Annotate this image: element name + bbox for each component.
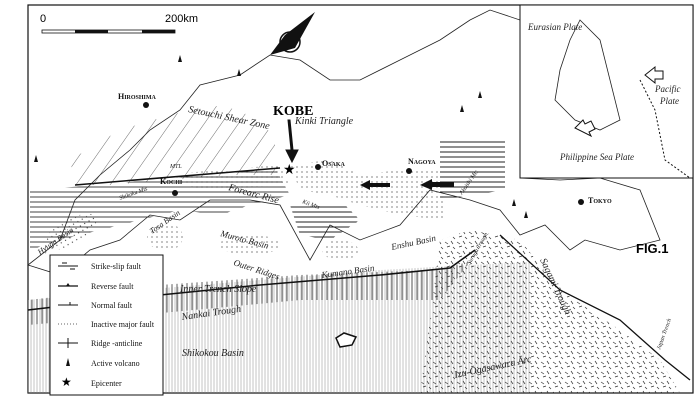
legend-normal-fault-icon <box>58 302 78 306</box>
kobe-label: KOBE <box>273 104 313 119</box>
kobe-arrow-icon <box>285 119 299 164</box>
city-kochi: Kochi <box>160 177 183 186</box>
kumano-basin-area <box>322 240 358 260</box>
philippine-plate-arrow-icon <box>335 332 358 348</box>
volcano-icon <box>512 199 516 206</box>
kii-mts-area <box>290 205 360 240</box>
inset-pacific-label: Pacific <box>654 84 681 94</box>
inset-map <box>519 4 694 179</box>
legend-label: Reverse fault <box>91 282 134 291</box>
philippine-motion-arrow-icon <box>574 119 596 138</box>
tokyo-dot <box>578 199 584 205</box>
label-shikokou: Shikokou Basin <box>182 348 244 359</box>
median-tectonic-line <box>74 167 281 186</box>
figure-label: FIG.1 <box>636 241 669 256</box>
legend: ★ Strike-slip fault Reverse fault Normal… <box>49 254 164 396</box>
kinki-motion-arrow-icon <box>360 180 390 190</box>
legend-strike-slip-icon <box>58 262 78 270</box>
legend-label: Active volcano <box>91 359 140 368</box>
epicenter-star-icon: ★ <box>283 163 296 178</box>
legend-label: Inactive major fault <box>91 320 155 329</box>
volcano-icon <box>478 91 482 98</box>
shikoku-mts-area <box>30 168 290 250</box>
scale-end: 200km <box>165 13 198 25</box>
active-volcanoes <box>34 55 528 218</box>
label-kinki: Kinki Triangle <box>294 116 354 127</box>
legend-reverse-fault-icon <box>58 283 78 287</box>
sagami-trough-line <box>499 234 691 381</box>
hyuga-basin-area <box>43 213 97 251</box>
akaishi-mts-area <box>440 140 505 200</box>
label-inner-trench: Inner Trench Slope <box>179 284 257 295</box>
city-hiroshima: Hiroshima <box>118 92 157 101</box>
legend-label: Epicenter <box>91 379 122 388</box>
legend-label: Strike-slip fault <box>91 262 142 271</box>
label-mtl: MTL <box>169 164 182 170</box>
inset-trench <box>639 79 691 179</box>
kinki-sediments <box>290 160 445 220</box>
legend-volcano-icon <box>66 358 70 366</box>
legend-epicenter-icon: ★ <box>61 375 72 389</box>
volcano-icon <box>460 105 464 112</box>
nagoya-dot <box>406 168 412 174</box>
city-nagoya: Nagoya <box>408 157 436 166</box>
inset-pacific-label-2: Plate <box>659 96 679 106</box>
setouchi-shear-zone-area <box>70 105 275 185</box>
volcano-icon <box>178 55 182 62</box>
hiroshima-dot <box>143 102 149 108</box>
inset-eurasian-label: Eurasian Plate <box>527 22 582 32</box>
muroto-basin-area <box>220 235 280 255</box>
north-arrow-icon <box>270 12 315 55</box>
legend-label: Normal fault <box>91 301 133 310</box>
city-tokyo: Tokyo <box>588 196 612 205</box>
scale-start: 0 <box>40 13 46 25</box>
legend-ridge-anticline-icon <box>58 338 78 348</box>
city-osaka: Osaka <box>322 159 346 168</box>
scale-bar <box>41 29 176 34</box>
legend-label: Ridge -anticline <box>91 339 143 348</box>
tosa-basin-area <box>147 223 183 251</box>
kochi-dot <box>172 190 178 196</box>
volcano-icon <box>34 155 38 162</box>
inset-philippine-label: Philippine Sea Plate <box>559 152 634 162</box>
pacific-motion-arrow-icon <box>644 65 664 85</box>
akaishi-motion-arrow-icon <box>420 179 454 190</box>
volcano-icon <box>524 211 528 218</box>
izu-ogasawara-arc-area <box>420 230 680 393</box>
volcano-icon <box>237 69 241 76</box>
osaka-dot <box>315 164 321 170</box>
